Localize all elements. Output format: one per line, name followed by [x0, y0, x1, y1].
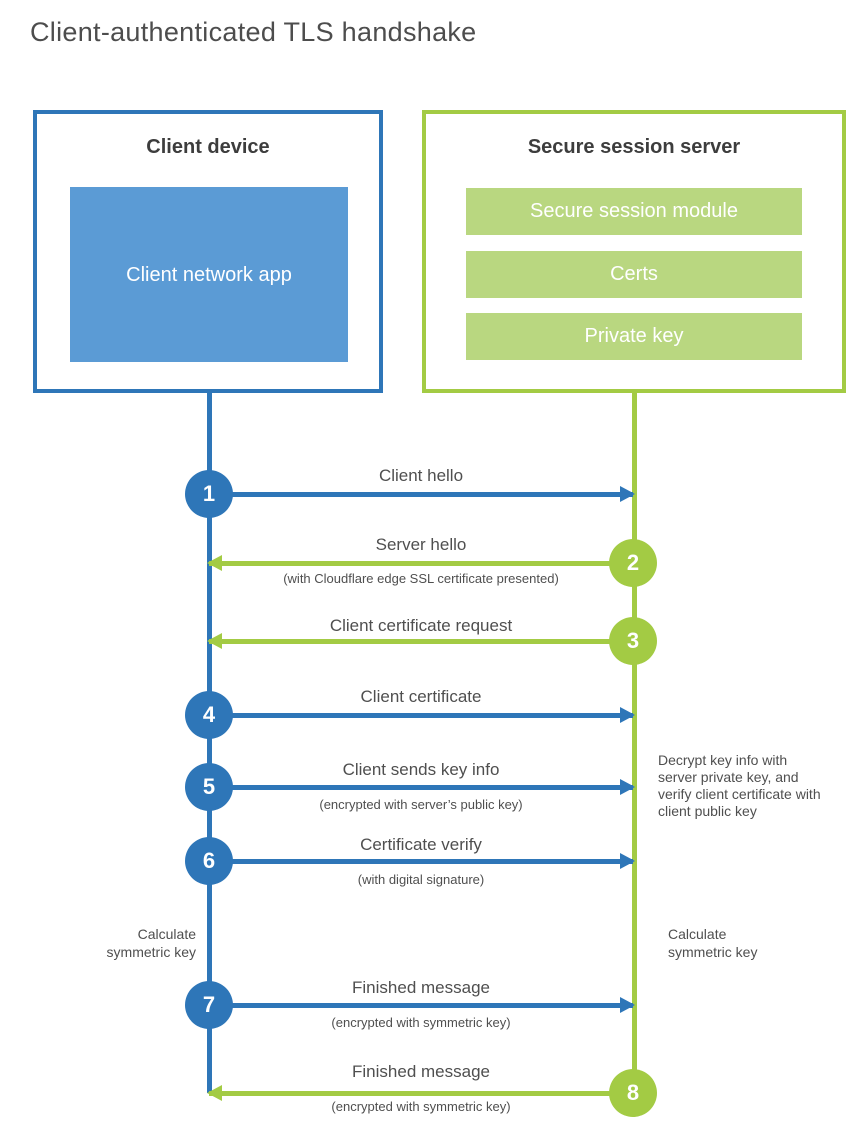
arrow-finished-message-client	[209, 997, 635, 1013]
page-title: Client-authenticated TLS handshake	[30, 17, 477, 47]
arrow-client-certificate-request	[207, 633, 633, 649]
step-circle-7: 7	[185, 981, 233, 1029]
label-server-hello: Server hello	[375, 535, 467, 554]
label-client-certificate-request: Client certificate request	[329, 616, 513, 635]
client-lifeline	[207, 393, 212, 1093]
arrow-finished-message-server	[207, 1085, 633, 1101]
step-circle-4: 4	[185, 691, 233, 739]
step-circle-2: 2	[609, 539, 657, 587]
arrow-client-sends-key-info	[209, 779, 635, 795]
arrow-server-hello	[207, 555, 633, 571]
server-lifeline	[632, 393, 637, 1093]
sublabel-server-hello: (with Cloudflare edge SSL certificate pr…	[283, 571, 559, 586]
label-client-certificate: Client certificate	[360, 687, 482, 706]
arrow-client-certificate	[209, 707, 635, 723]
label-finished-message-client: Finished message	[352, 978, 490, 997]
client-device-title: Client device	[146, 136, 270, 158]
client-network-app-label: Client network app	[126, 263, 292, 286]
label-client-hello: Client hello	[378, 466, 464, 485]
label-client-sends-key-info: Client sends key info	[342, 760, 500, 779]
calculate-symmetric-key-note-client: Calculate symmetric key	[106, 926, 196, 960]
label-finished-message-server: Finished message	[352, 1062, 490, 1081]
step-circle-6: 6	[185, 837, 233, 885]
calculate-symmetric-key-note-server: Calculate symmetric key	[668, 926, 758, 960]
sublabel-finished-message-server: (encrypted with symmetric key)	[331, 1099, 511, 1114]
certs-bar: Certs	[466, 251, 802, 298]
certs-label: Certs	[610, 263, 658, 285]
secure-session-server-title: Secure session server	[527, 136, 741, 158]
step-circle-5: 5	[185, 763, 233, 811]
step-circle-3: 3	[609, 617, 657, 665]
label-certificate-verify: Certificate verify	[360, 835, 482, 854]
private-key-label: Private key	[584, 325, 684, 347]
sublabel-client-sends-key-info: (encrypted with server’s public key)	[319, 797, 523, 812]
private-key-bar: Private key	[466, 313, 802, 360]
step-circle-1: 1	[185, 470, 233, 518]
step-circle-8: 8	[609, 1069, 657, 1117]
sublabel-certificate-verify: (with digital signature)	[357, 872, 485, 887]
secure-session-module-bar: Secure session module	[466, 188, 802, 235]
arrow-certificate-verify	[209, 853, 635, 869]
sublabel-finished-message-client: (encrypted with symmetric key)	[331, 1015, 511, 1030]
decrypt-key-info-note: Decrypt key info with server private key…	[658, 752, 821, 820]
arrow-client-hello	[209, 486, 635, 502]
client-network-app-box: Client network app	[70, 187, 348, 362]
secure-session-module-label: Secure session module	[530, 200, 738, 222]
